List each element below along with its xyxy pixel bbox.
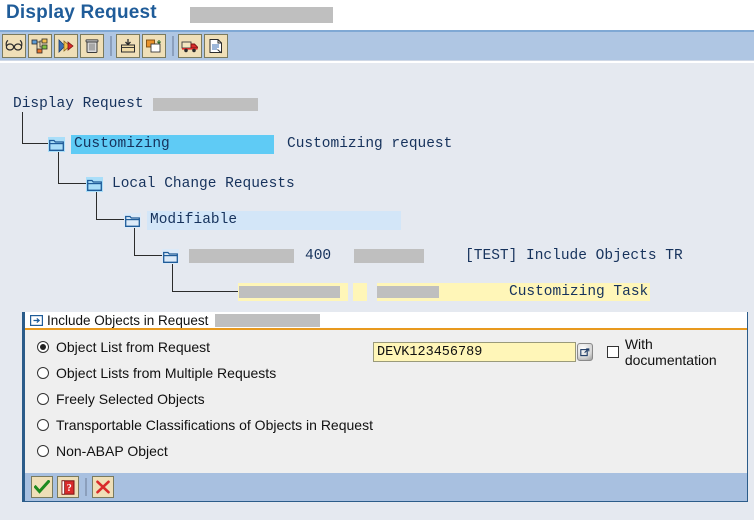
tree-connector-h3	[96, 219, 124, 220]
request-input-group: With documentation	[373, 336, 747, 368]
tree-node-modifiable[interactable]: Modifiable	[124, 210, 401, 230]
tree-connector-v5	[172, 264, 173, 292]
help-button[interactable]: ?	[57, 476, 79, 498]
documentation-icon-button[interactable]	[204, 34, 228, 58]
task-owner-field	[377, 283, 507, 301]
checkbox-label: With documentation	[624, 336, 717, 368]
tree-connector-v3	[96, 192, 97, 220]
tree-node-description: Customizing Task	[507, 283, 651, 301]
radio-non-abap-object[interactable]: Non-ABAP Object	[37, 441, 168, 461]
delete-trash-icon-button[interactable]	[80, 34, 104, 58]
radio-label: Transportable Classifications of Objects…	[56, 417, 373, 433]
dialog-footer-toolbar: ?	[25, 473, 747, 501]
tree-root-label: Display Request	[13, 95, 144, 112]
include-objects-dialog: Include Objects in Request Object List f…	[22, 312, 748, 502]
checkbox-icon[interactable]	[606, 346, 619, 358]
dialog-title-spacer	[25, 330, 747, 332]
page-title: Display Request	[6, 2, 157, 23]
tree-node-customizing[interactable]: Customizing Customizing request	[48, 134, 455, 154]
object-tree-icon-button[interactable]	[28, 34, 52, 58]
continue-button[interactable]	[31, 476, 53, 498]
task-id-redaction	[239, 286, 340, 298]
radio-label: Freely Selected Objects	[56, 391, 205, 407]
tree-node-redaction	[189, 249, 294, 263]
radio-button-icon[interactable]	[37, 393, 49, 405]
dialog-window-icon	[30, 314, 43, 326]
toolbar-separator-1	[110, 36, 112, 56]
search-help-icon-button[interactable]	[576, 343, 593, 361]
tree-node-label: Modifiable	[147, 210, 401, 230]
tree-node-label: Local Change Requests	[112, 175, 295, 192]
radio-freely-selected-objects[interactable]: Freely Selected Objects	[37, 389, 205, 409]
dialog-title-redaction	[215, 313, 321, 327]
folder-icon	[86, 176, 103, 192]
import-box-icon-button[interactable]	[116, 34, 140, 58]
toolbar-underline-white	[0, 61, 754, 63]
dialog-title-bar: Include Objects in Request	[25, 312, 747, 330]
radio-button-icon[interactable]	[37, 445, 49, 457]
radio-button-icon[interactable]	[37, 367, 49, 379]
radio-button-icon[interactable]	[37, 341, 49, 353]
tree-connector-v4	[134, 228, 135, 256]
title-divider	[0, 30, 754, 32]
task-owner-redaction	[377, 286, 439, 298]
folder-icon	[48, 136, 65, 152]
with-documentation-checkbox[interactable]: With documentation	[606, 336, 747, 368]
tree-root-node[interactable]: Display Request	[10, 94, 258, 114]
tree-connector-h2	[58, 183, 86, 184]
tree-node-label: Customizing	[71, 134, 274, 154]
tree-connector-v2	[58, 152, 59, 184]
toolbar-separator-2	[172, 36, 174, 56]
toolbar-underline	[0, 60, 754, 61]
radio-transportable-classifications[interactable]: Transportable Classifications of Objects…	[37, 415, 373, 435]
tree-node-description: [TEST] Include Objects TR	[465, 247, 683, 264]
tree-connector-h5	[172, 291, 238, 292]
dialog-body: Object List from Request Object Lists fr…	[25, 332, 747, 474]
folder-icon	[124, 212, 141, 228]
tree-node-task[interactable]: Customizing Task	[238, 282, 651, 302]
request-input[interactable]	[373, 342, 576, 362]
radio-object-lists-multiple[interactable]: Object Lists from Multiple Requests	[37, 363, 276, 383]
tree-connector-v1	[22, 112, 23, 144]
title-redaction-block	[190, 7, 333, 23]
folder-icon	[162, 248, 179, 264]
tree-node-description: Customizing request	[287, 135, 453, 152]
radio-label: Object Lists from Multiple Requests	[56, 365, 277, 381]
tree-node-request[interactable]: 400 [TEST] Include Objects TR	[162, 246, 686, 266]
transport-truck-icon-button[interactable]	[178, 34, 202, 58]
display-glasses-icon-button[interactable]	[2, 34, 26, 58]
radio-button-icon[interactable]	[37, 419, 49, 431]
tree-connector-h4	[134, 255, 162, 256]
task-id-field	[238, 283, 348, 301]
task-flag-field	[353, 283, 367, 301]
radio-label: Object List from Request	[56, 339, 211, 355]
application-toolbar	[0, 32, 754, 60]
dialog-title: Include Objects in Request	[47, 312, 209, 328]
svg-text:?: ?	[67, 483, 72, 494]
tree-node-redaction-2	[354, 249, 425, 263]
request-tree: Display Request Customizing Customizing …	[0, 64, 754, 304]
tree-node-client: 400	[305, 247, 332, 264]
tree-node-local-change-requests[interactable]: Local Change Requests	[86, 174, 298, 194]
copy-objects-icon-button[interactable]	[142, 34, 166, 58]
cancel-button[interactable]	[92, 476, 114, 498]
tree-connector-h1	[22, 143, 48, 144]
tree-root-redaction	[152, 97, 258, 111]
footer-separator	[85, 478, 87, 496]
forward-request-icon-button[interactable]	[54, 34, 78, 58]
radio-label: Non-ABAP Object	[56, 443, 168, 459]
radio-object-list-from-request[interactable]: Object List from Request	[37, 337, 210, 357]
window-title-bar: Display Request	[0, 0, 754, 31]
